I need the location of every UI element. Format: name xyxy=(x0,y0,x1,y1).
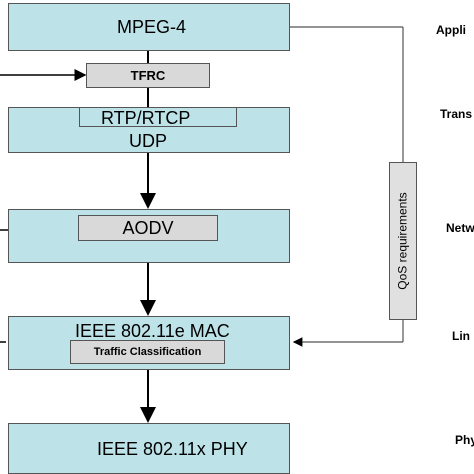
udp-label: UDP xyxy=(129,131,168,151)
aodv-label: AODV xyxy=(122,217,174,238)
phy-layer-box: IEEE 802.11x PHY xyxy=(8,423,290,474)
application-layer-box: MPEG-4 xyxy=(8,3,290,51)
traffic-classification-box: Traffic Classification xyxy=(70,340,225,364)
side-label-network: Netw xyxy=(446,221,474,235)
side-label-transport: Trans xyxy=(440,107,473,121)
tfrc-label: TFRC xyxy=(130,68,166,83)
rtp-rtcp-label: RTP/RTCP xyxy=(101,108,191,128)
traffic-classification-label: Traffic Classification xyxy=(93,346,202,358)
aodv-box: AODV xyxy=(78,215,218,241)
application-label: MPEG-4 xyxy=(117,17,187,37)
side-label-link: Lin xyxy=(452,329,470,343)
side-label-application: Appli xyxy=(436,23,466,37)
mac-label: IEEE 802.11e MAC xyxy=(75,321,230,341)
transport-layer-box: RTP/RTCP UDP xyxy=(8,107,290,153)
tfrc-box: TFRC xyxy=(86,63,210,88)
rtp-rtcp-box xyxy=(79,107,237,127)
qos-requirements-label: QoS requirements xyxy=(396,192,411,290)
phy-label: IEEE 802.11x PHY xyxy=(97,439,248,459)
qos-requirements-box: QoS requirements xyxy=(389,162,417,320)
side-label-physical: Phy xyxy=(455,433,474,447)
